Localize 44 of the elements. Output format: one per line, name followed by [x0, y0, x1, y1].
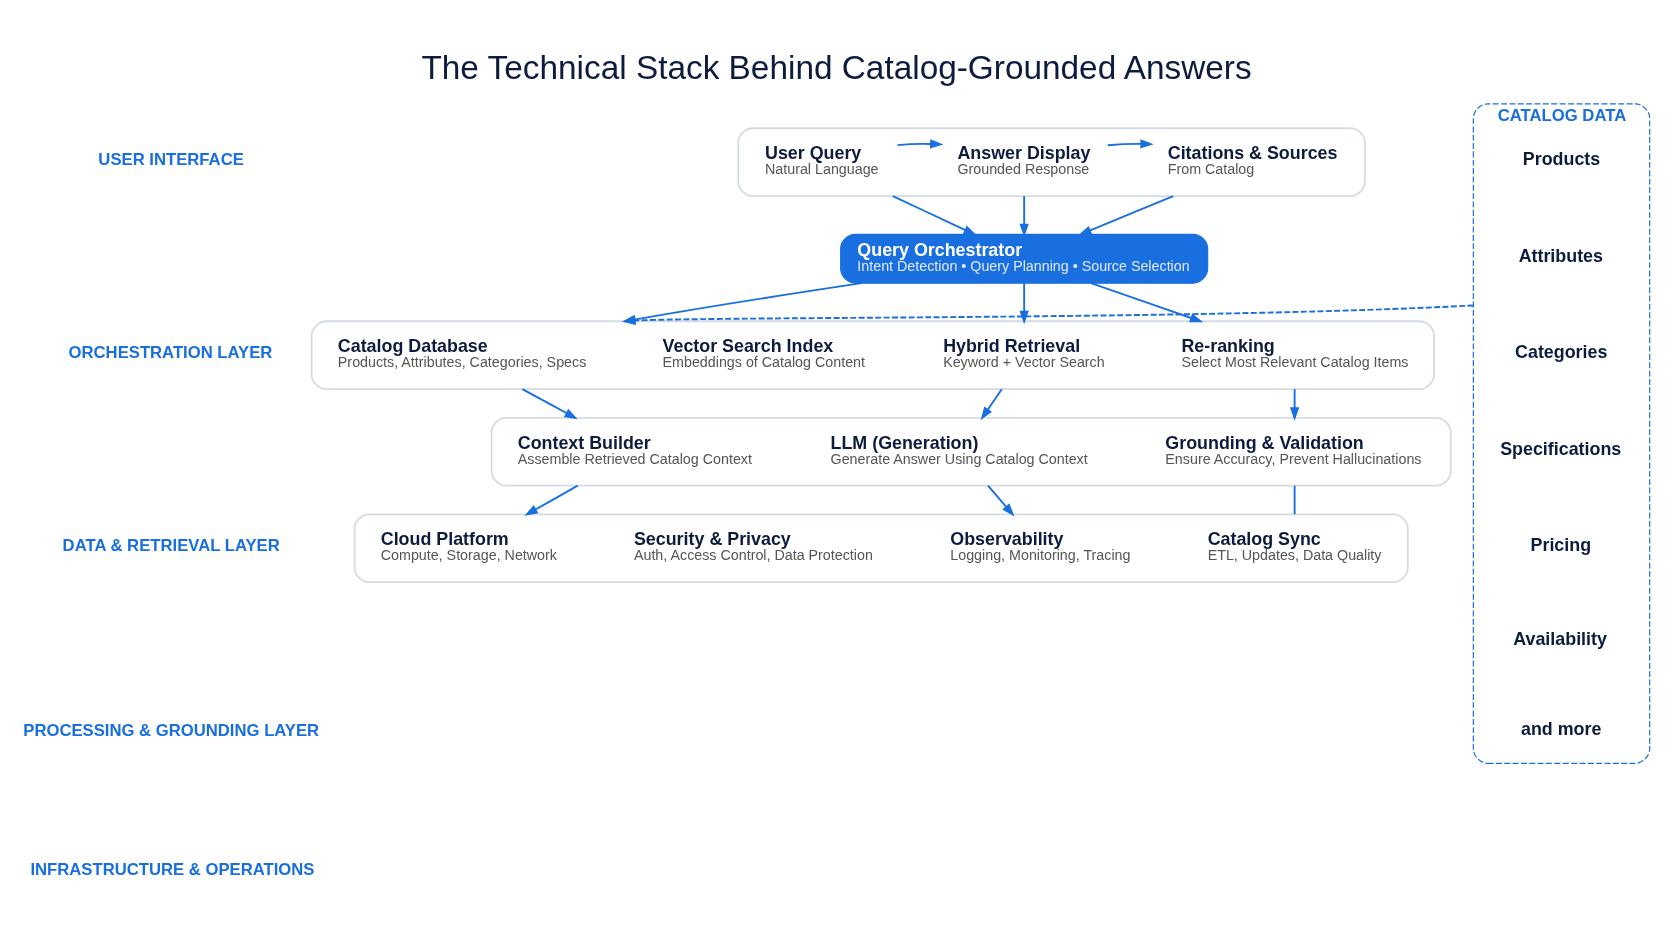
- node-text: Citations & Sources From Catalog: [1167, 143, 1337, 178]
- node-text: LLM (Generation) Generate Answer Using Catalog Context: [830, 432, 1088, 467]
- node-text: Catalog Sync ETL, Updates, Data Quality: [1207, 529, 1381, 564]
- cluster: [736, 127, 1366, 198]
- arrow: [523, 484, 579, 516]
- node-text: Cloud Platform Compute, Storage, Network: [380, 529, 557, 564]
- label: INFRASTRUCTURE & OPERATIONS: [29, 859, 314, 879]
- node-text: Security & Privacy Auth, Access Control, Data Protection: [633, 529, 873, 564]
- node-text: Products: [1522, 149, 1600, 170]
- arrow: [1106, 139, 1154, 149]
- cluster: [353, 513, 1409, 584]
- arrow: [1289, 388, 1299, 421]
- arrow: [980, 388, 1003, 421]
- node-text: Categories: [1514, 342, 1607, 363]
- node-text: and more: [1520, 719, 1601, 740]
- node-text: Re-ranking Select Most Relevant Catalog Items: [1180, 336, 1408, 371]
- cluster: [490, 416, 1452, 487]
- arrow: [1019, 282, 1029, 325]
- label: PROCESSING & GROUNDING LAYER: [22, 720, 319, 740]
- node-text: Answer Display Grounded Response: [956, 143, 1090, 178]
- node-text: Vector Search Index Embeddings of Catalog Content: [662, 336, 865, 371]
- arrow: [891, 195, 977, 236]
- node-text: Catalog Database Products, Attributes, Categories, Specs: [337, 336, 586, 371]
- node-text: Observability Logging, Monitoring, Tracing: [949, 529, 1131, 564]
- node-text: Specifications: [1499, 438, 1621, 459]
- node-text: Pricing: [1530, 535, 1591, 556]
- arrow: [1089, 282, 1203, 323]
- arrow: [896, 139, 943, 149]
- node-text: Attributes: [1518, 245, 1603, 266]
- arrow: [520, 388, 578, 420]
- label: ORCHESTRATION LAYER: [68, 343, 272, 363]
- node-text: Context Builder Assemble Retrieved Catalog Context: [517, 432, 752, 467]
- label: USER INTERFACE: [97, 150, 244, 170]
- diagram-title: The Technical Stack Behind Catalog-Grounded Answers: [420, 49, 1252, 87]
- label: DATA & RETRIEVAL LAYER: [62, 536, 280, 556]
- cluster: [310, 320, 1435, 391]
- node-text: Availability: [1512, 628, 1607, 649]
- arrow: [1077, 195, 1174, 236]
- node-text: Grounding & Validation Ensure Accuracy, Prevent Hallucinations: [1164, 432, 1421, 467]
- arrow: [986, 484, 1015, 517]
- node-text: Hybrid Retrieval Keyword + Vector Search: [942, 336, 1105, 371]
- node-box: Query Orchestrator Intent Detection • Query Planning • Source Selection: [839, 233, 1208, 284]
- connector: [1293, 484, 1296, 516]
- node-text: User Query Natural Language: [764, 143, 879, 178]
